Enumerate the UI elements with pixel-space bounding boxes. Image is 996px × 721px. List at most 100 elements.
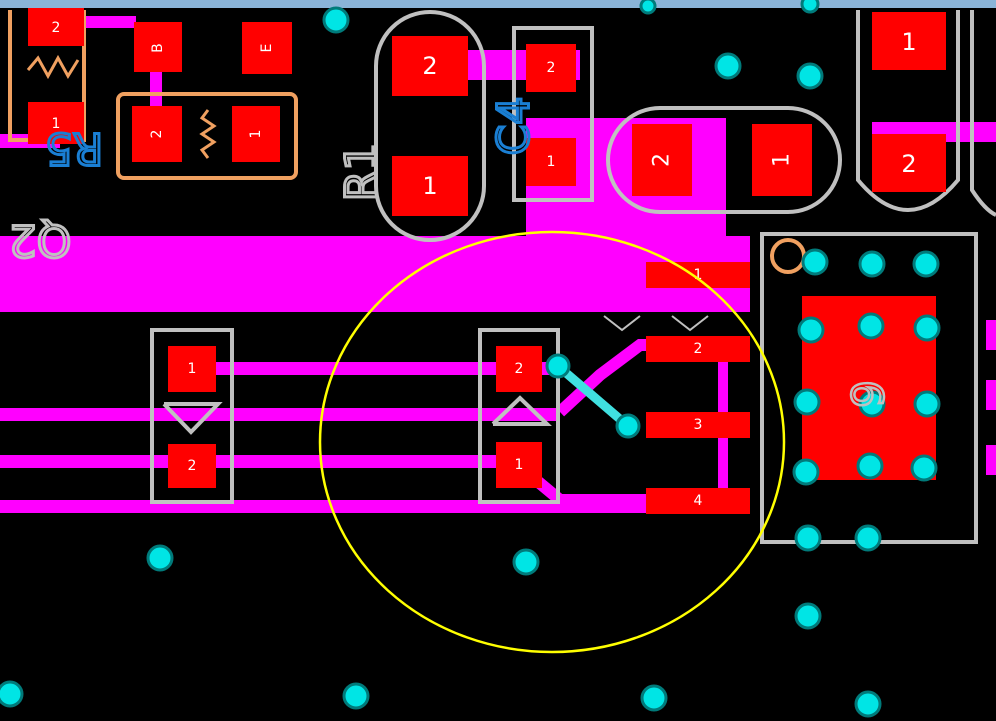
via [322,6,350,34]
via [913,314,941,342]
pads-layer [28,8,946,514]
via [857,312,885,340]
r1-pad-bottom-label: 1 [422,172,437,200]
vias-layer [0,0,941,718]
ic-pin1-marker [770,238,806,274]
ic-pin4-pad [646,488,750,514]
ic-pin1-label: 1 [694,267,703,283]
via [801,248,829,276]
diode-left-pad-bottom [168,444,216,488]
trace-signal-2 [0,408,560,421]
trace-signal-1 [190,362,560,375]
via [640,684,668,712]
right-edge-outline [970,10,996,217]
r5-pad-top-label: 2 [52,20,61,36]
q-base-pad [134,22,182,72]
via [0,680,24,708]
c4-pad-bottom-label: 1 [547,154,556,170]
pot-pad-right [232,106,280,162]
via [854,524,882,552]
via [146,544,174,572]
diode-left-bottom-label: 2 [188,458,197,474]
ic-pin2-label: 2 [694,341,703,357]
pot-right-label: 1 [248,130,264,139]
via [714,52,742,80]
right-pad-bottom-label: 2 [901,150,916,178]
diode-mid-symbol [491,395,552,426]
right-pad-top-label: 1 [901,28,916,56]
cap-big-outline [606,106,842,214]
via [796,62,824,90]
trace-top-left [84,16,136,28]
diode-mid-outline [478,328,560,504]
refdes-c4: C4 [489,97,540,156]
copper-pour-right-edge [986,320,996,350]
pot-outline [116,92,298,180]
refdes-r1: R1 [337,143,388,202]
c4-pad-bottom [526,138,576,186]
window-top-strip [0,0,996,8]
r1-pad-top-label: 2 [422,52,437,80]
r5-pad-bottom-label: 1 [52,116,61,132]
via [912,250,940,278]
cap-big-pad-left [632,124,692,196]
right-part-outline [856,10,960,212]
right-pad-top [872,12,946,70]
ic-notch-2 [671,315,709,332]
c4-outline [512,26,594,202]
pot-pad-left [132,106,182,162]
r1-pad-top [392,36,468,96]
via [856,452,884,480]
via [858,390,886,418]
ic-notch-1 [603,315,641,332]
via [792,458,820,486]
r5-pad-top [28,8,84,46]
via [615,413,641,439]
cap-big-pad-right [752,124,812,196]
ic-pin4-label: 4 [694,493,703,509]
via [512,548,540,576]
q-emitter-label: E [259,44,275,53]
via [545,353,571,379]
silkscreen-layer [150,10,996,544]
right-pad-bottom [872,134,946,192]
via [800,0,820,14]
r1-outline [374,10,486,242]
via [793,388,821,416]
cap-big-right-label: 1 [770,153,795,167]
via [854,690,882,718]
pad-labels: 2 1 B E 2 1 2 1 2 1 2 1 1 2 1 2 2 1 1 2 … [52,20,917,509]
trace-main-bus [0,236,750,312]
q-emitter-pad [242,22,292,74]
diode-left-top-label: 1 [188,361,197,377]
ic-pin3-pad [646,412,750,438]
c4-pad-top-label: 2 [547,60,556,76]
via [342,682,370,710]
ic-pin1-pad [646,262,750,288]
inner-layer-trace [553,361,633,431]
via [639,0,657,15]
c4-pad-top [526,44,576,92]
ic-pin3-label: 3 [694,417,703,433]
pot-zigzag [199,109,217,159]
ic-pin2-pad [646,336,750,362]
diode-left-pad-top [168,346,216,392]
r5-pad-bottom [28,102,84,144]
via [858,250,886,278]
cap-big-left-label: 2 [650,153,675,167]
via [913,390,941,418]
diode-left-outline [150,328,234,504]
diode-mid-bottom-label: 1 [515,457,524,473]
r1-pad-bottom [392,156,468,216]
r5-zigzag [26,54,80,80]
via [910,454,938,482]
diode-mid-pad-top [496,346,542,392]
via [794,524,822,552]
refdes-r5: R5 [45,123,104,174]
refdes-q2: Q2 [9,215,72,266]
pot-left-label: 2 [149,130,165,139]
trace-signal-3 [0,455,520,468]
trace-base [150,60,162,120]
copper-pour-right-edge-3 [986,445,996,475]
